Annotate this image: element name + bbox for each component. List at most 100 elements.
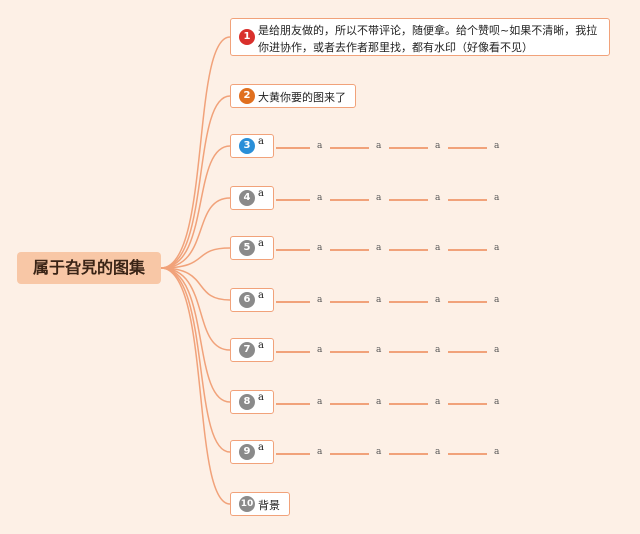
leaf-connector <box>448 403 487 405</box>
branch-connector-4 <box>160 197 231 269</box>
number-badge: 6 <box>239 292 255 308</box>
branch-connector-5 <box>160 247 231 269</box>
leaf-connector <box>330 403 369 405</box>
branch-connector-10 <box>160 267 231 505</box>
leaf-node[interactable]: a <box>376 193 382 203</box>
leaf-connector <box>276 351 310 353</box>
leaf-connector <box>389 351 428 353</box>
leaf-node[interactable]: a <box>494 141 500 151</box>
number-badge: 1 <box>239 29 255 45</box>
root-topic-label: 属于旮旯的图集 <box>32 258 145 277</box>
leaf-connector <box>330 301 369 303</box>
leaf-node[interactable]: a <box>435 447 441 457</box>
leaf-node[interactable]: a <box>435 397 441 407</box>
leaf-node[interactable]: a <box>494 447 500 457</box>
leaf-node[interactable]: a <box>317 397 323 407</box>
branch-connector-8 <box>160 267 231 403</box>
number-badge: 8 <box>239 394 255 410</box>
number-badge: 4 <box>239 190 255 206</box>
leaf-node[interactable]: a <box>494 193 500 203</box>
leaf-connector <box>389 453 428 455</box>
leaf-node[interactable]: a <box>376 397 382 407</box>
leaf-connector <box>389 249 428 251</box>
node-text: 背景 <box>258 499 280 512</box>
leaf-node[interactable]: a <box>435 243 441 253</box>
leaf-connector <box>448 351 487 353</box>
leaf-connector <box>330 249 369 251</box>
leaf-connector <box>389 147 428 149</box>
leaf-connector <box>276 199 310 201</box>
leaf-connector <box>389 199 428 201</box>
branch-connector-2 <box>160 95 231 269</box>
leaf-connector <box>389 301 428 303</box>
leaf-connector <box>276 301 310 303</box>
leaf-node[interactable]: a <box>494 397 500 407</box>
branch-connector-6 <box>160 267 231 301</box>
leaf-node[interactable]: a <box>317 141 323 151</box>
leaf-connector <box>448 249 487 251</box>
leaf-node[interactable]: a <box>494 243 500 253</box>
leaf-node[interactable]: a <box>494 295 500 305</box>
leaf-connector <box>330 453 369 455</box>
node-text: 大黄你要的图来了 <box>258 91 346 104</box>
leaf-node[interactable]: a <box>376 447 382 457</box>
leaf-node[interactable]: a <box>376 345 382 355</box>
node-text: 是给朋友做的，所以不带评论，随便拿。给个赞呗~如果不清晰，我拉 <box>258 24 598 37</box>
leaf-node[interactable]: a <box>435 345 441 355</box>
leaf-node[interactable]: a <box>435 193 441 203</box>
leaf-node[interactable]: a <box>376 141 382 151</box>
node-text-line2: 你进协作，或者去作者那里找，都有水印（好像看不见） <box>258 41 533 54</box>
number-badge: 3 <box>239 138 255 154</box>
number-badge: 7 <box>239 342 255 358</box>
node-text: a <box>258 188 264 199</box>
number-badge: 10 <box>239 496 255 512</box>
leaf-connector <box>330 199 369 201</box>
leaf-node[interactable]: a <box>317 295 323 305</box>
leaf-node[interactable]: a <box>494 345 500 355</box>
number-badge: 5 <box>239 240 255 256</box>
leaf-connector <box>276 249 310 251</box>
leaf-connector <box>448 147 487 149</box>
node-text: a <box>258 136 264 147</box>
leaf-node[interactable]: a <box>317 345 323 355</box>
branch-connector-9 <box>160 267 231 453</box>
node-text: a <box>258 392 264 403</box>
leaf-connector <box>448 453 487 455</box>
leaf-connector <box>330 147 369 149</box>
leaf-node[interactable]: a <box>317 243 323 253</box>
node-text: a <box>258 442 264 453</box>
leaf-connector <box>276 403 310 405</box>
leaf-node[interactable]: a <box>376 295 382 305</box>
leaf-node[interactable]: a <box>435 295 441 305</box>
leaf-connector <box>330 351 369 353</box>
leaf-connector <box>448 301 487 303</box>
node-text: a <box>258 290 264 301</box>
leaf-connector <box>276 147 310 149</box>
node-text: a <box>258 340 264 351</box>
root-topic[interactable]: 属于旮旯的图集 <box>17 252 161 284</box>
branch-connector-7 <box>160 267 231 351</box>
number-badge: 9 <box>239 444 255 460</box>
leaf-connector <box>448 199 487 201</box>
leaf-node[interactable]: a <box>317 193 323 203</box>
leaf-node[interactable]: a <box>435 141 441 151</box>
leaf-node[interactable]: a <box>376 243 382 253</box>
number-badge: 2 <box>239 88 255 104</box>
leaf-node[interactable]: a <box>317 447 323 457</box>
node-text: a <box>258 238 264 249</box>
branch-connector-1 <box>160 36 231 269</box>
leaf-connector <box>389 403 428 405</box>
leaf-connector <box>276 453 310 455</box>
branch-connector-3 <box>160 145 231 269</box>
